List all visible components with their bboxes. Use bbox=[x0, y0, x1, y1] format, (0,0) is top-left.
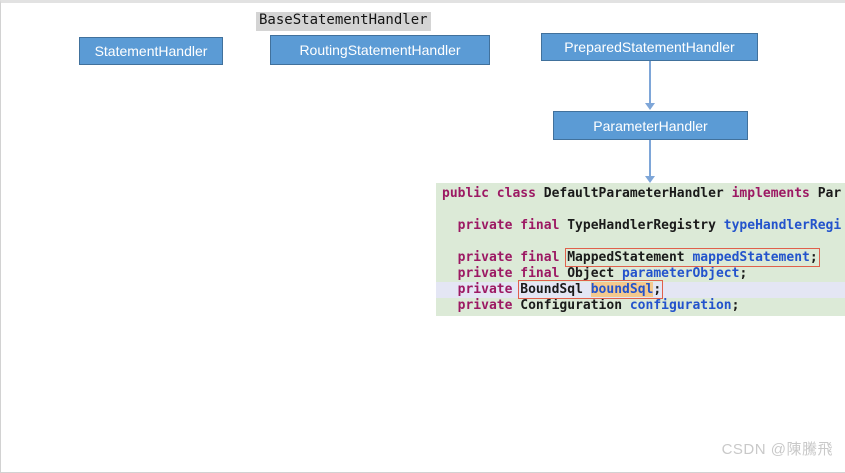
node-label: ParameterHandler bbox=[593, 117, 708, 134]
code-line: private final Object parameterObject; bbox=[457, 266, 748, 281]
code-line: public class DefaultParameterHandler imp… bbox=[442, 186, 842, 201]
code-line: private final MappedStatement mappedStat… bbox=[457, 248, 820, 267]
node-label: RoutingStatementHandler bbox=[299, 42, 461, 58]
arrow-head-icon bbox=[645, 176, 655, 183]
node-label: StatementHandler bbox=[94, 43, 208, 59]
code-line: private Configuration configuration; bbox=[457, 298, 740, 313]
code-line bbox=[442, 234, 845, 250]
node-routing-statement-handler: RoutingStatementHandler bbox=[270, 35, 490, 65]
node-label: PreparedStatementHandler bbox=[564, 39, 735, 55]
arrow-prepared-to-parameter bbox=[645, 61, 655, 110]
annotation-box: MappedStatement mappedStatement; bbox=[565, 248, 820, 267]
arrow-line bbox=[649, 61, 651, 103]
node-parameter-handler: ParameterHandler bbox=[553, 111, 748, 140]
code-line: private BoundSql boundSql; bbox=[436, 280, 845, 299]
base-statement-handler-label: BaseStatementHandler bbox=[256, 12, 431, 31]
node-statement-handler: StatementHandler bbox=[79, 37, 223, 65]
arrow-line bbox=[649, 140, 651, 176]
arrow-head-icon bbox=[645, 103, 655, 110]
annotation-box: BoundSql boundSql; bbox=[518, 280, 664, 299]
arrow-parameter-to-code bbox=[645, 140, 655, 183]
code-line: private final TypeHandlerRegistry typeHa… bbox=[457, 218, 842, 233]
csdn-watermark: CSDN @陳騰飛 bbox=[721, 441, 833, 458]
code-line bbox=[442, 202, 845, 218]
node-prepared-statement-handler: PreparedStatementHandler bbox=[541, 33, 758, 61]
code-snippet: public class DefaultParameterHandler imp… bbox=[436, 183, 845, 316]
